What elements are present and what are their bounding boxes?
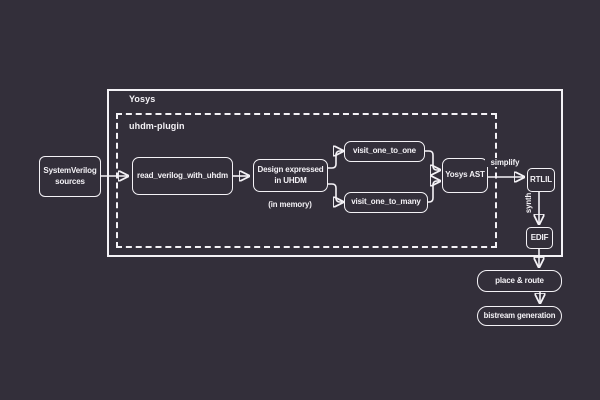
node-bitstream-generation: bistream generation bbox=[477, 306, 562, 326]
edge-label-simplify: simplify bbox=[485, 158, 525, 167]
yosys-container-box bbox=[107, 89, 563, 257]
node-label: SystemVerilog bbox=[43, 166, 97, 176]
node-design-expressed-in-uhdm: Design expressed in UHDM bbox=[253, 159, 328, 192]
node-place-and-route: place & route bbox=[477, 270, 562, 292]
node-label: visit_one_to_many bbox=[351, 197, 421, 207]
node-label: bistream generation bbox=[483, 310, 556, 320]
node-edif: EDIF bbox=[526, 227, 553, 249]
node-visit-one-to-one: visit_one_to_one bbox=[344, 141, 425, 162]
node-systemverilog-sources: SystemVerilog sources bbox=[39, 156, 101, 197]
node-label: read_verilog_with_uhdm bbox=[137, 170, 228, 180]
node-label: sources bbox=[55, 176, 85, 186]
uhdm-plugin-container-box bbox=[116, 113, 497, 248]
node-label: Yosys AST bbox=[445, 170, 485, 180]
node-visit-one-to-many: visit_one_to_many bbox=[344, 192, 428, 213]
uhdm-plugin-container-label: uhdm-plugin bbox=[129, 121, 185, 131]
node-read-verilog-with-uhdm: read_verilog_with_uhdm bbox=[132, 157, 233, 195]
edge-label-synth: synth bbox=[524, 192, 533, 214]
node-label: Design expressed bbox=[257, 165, 324, 175]
node-label: EDIF bbox=[530, 232, 549, 242]
node-label: RTLIL bbox=[530, 174, 552, 184]
in-memory-caption: (in memory) bbox=[268, 200, 312, 209]
node-label: visit_one_to_one bbox=[353, 146, 416, 156]
node-yosys-ast: Yosys AST bbox=[442, 158, 488, 193]
node-label: place & route bbox=[495, 275, 544, 285]
node-rtlil: RTLIL bbox=[527, 168, 555, 192]
node-label: in UHDM bbox=[274, 175, 307, 185]
yosys-container-label: Yosys bbox=[129, 94, 156, 104]
